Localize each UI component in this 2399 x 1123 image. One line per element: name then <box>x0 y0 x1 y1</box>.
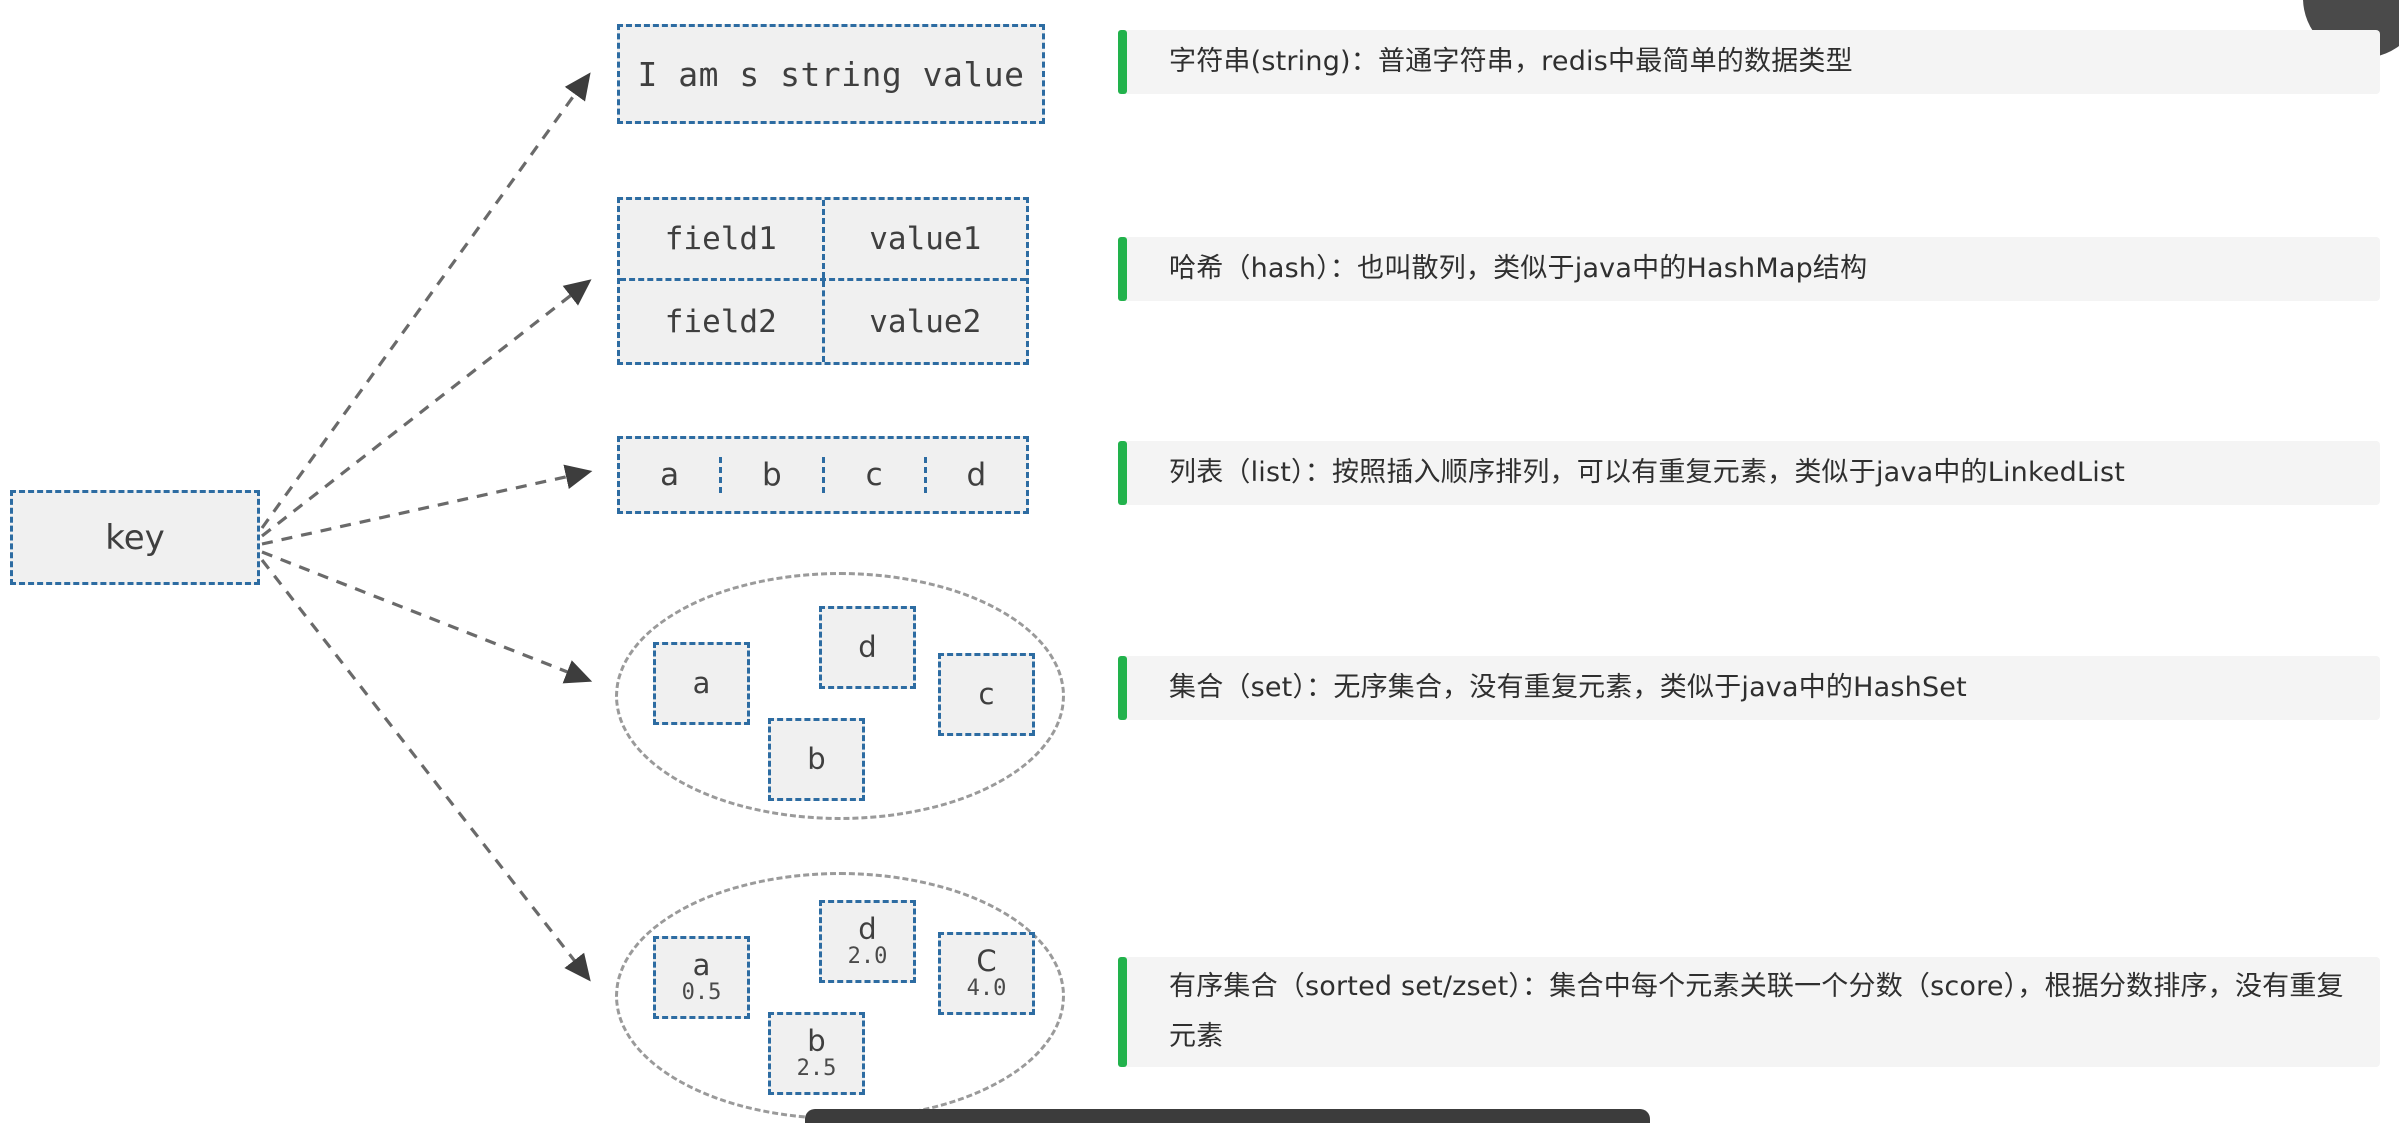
description-zset: 有序集合（sorted set/zset）：集合中每个元素关联一个分数（scor… <box>1118 957 2380 1067</box>
description-hash: 哈希（hash）：也叫散列，类似于java中的HashMap结构 <box>1118 237 2380 301</box>
zset-element-score: 2.0 <box>847 943 888 969</box>
zset-element-value: d <box>858 912 877 947</box>
description-string: 字符串(string)：普通字符串，redis中最简单的数据类型 <box>1118 30 2380 94</box>
arrow-to-list <box>261 464 593 546</box>
zset-element[interactable]: b 2.5 <box>768 1012 865 1095</box>
hash-table-node[interactable]: field1 value1 field2 value2 <box>617 197 1029 365</box>
zset-element-score: 0.5 <box>681 979 722 1005</box>
hash-row: field2 value2 <box>620 281 1026 362</box>
set-element-value: a <box>692 666 711 701</box>
set-element[interactable]: c <box>938 653 1035 736</box>
accent-bar <box>1118 30 1127 94</box>
arrow-to-set <box>261 550 593 684</box>
set-element-value: d <box>858 630 877 665</box>
list-cell: b <box>722 457 825 493</box>
zset-element[interactable]: d 2.0 <box>819 900 916 983</box>
zset-element-score: 4.0 <box>966 975 1007 1001</box>
accent-bar <box>1118 441 1127 505</box>
zset-element-score: 2.5 <box>796 1055 837 1081</box>
arrow-to-zset <box>260 559 591 982</box>
set-element[interactable]: b <box>768 718 865 801</box>
accent-bar <box>1118 957 1127 1067</box>
hash-row: field1 value1 <box>620 200 1026 281</box>
set-element-value: c <box>978 677 995 712</box>
key-label: key <box>105 517 165 558</box>
set-element[interactable]: a <box>653 642 750 725</box>
description-text: 哈希（hash）：也叫散列，类似于java中的HashMap结构 <box>1169 253 1868 285</box>
description-text: 字符串(string)：普通字符串，redis中最简单的数据类型 <box>1169 46 1853 78</box>
accent-bar <box>1118 237 1127 301</box>
zset-element[interactable]: a 0.5 <box>653 936 750 1019</box>
key-node[interactable]: key <box>10 490 260 585</box>
string-value-text: I am s string value <box>637 54 1025 94</box>
hash-field-cell: field1 <box>620 200 825 278</box>
description-set: 集合（set）：无序集合，没有重复元素，类似于java中的HashSet <box>1118 656 2380 720</box>
description-text: 列表（list）：按照插入顺序排列，可以有重复元素，类似于java中的Linke… <box>1169 457 2126 489</box>
set-element[interactable]: d <box>819 606 916 689</box>
list-node[interactable]: a b c d <box>617 436 1029 514</box>
description-text: 集合（set）：无序集合，没有重复元素，类似于java中的HashSet <box>1169 672 1967 704</box>
list-cell: d <box>966 457 987 493</box>
bottom-decoration <box>805 1109 1650 1123</box>
arrow-to-hash <box>261 279 592 538</box>
zset-element-value: b <box>807 1024 826 1059</box>
accent-bar <box>1118 656 1127 720</box>
string-value-node[interactable]: I am s string value <box>617 24 1045 124</box>
set-container <box>615 572 1065 820</box>
zset-element-value: C <box>976 944 997 979</box>
list-cell: a <box>620 457 723 493</box>
hash-value-cell: value1 <box>869 221 982 257</box>
arrow-to-string <box>260 72 591 529</box>
hash-field-cell: field2 <box>620 281 825 362</box>
description-text: 有序集合（sorted set/zset）：集合中每个元素关联一个分数（scor… <box>1169 971 2344 1052</box>
set-element-value: b <box>807 742 826 777</box>
hash-value-cell: value2 <box>869 303 982 340</box>
zset-element-value: a <box>692 948 711 983</box>
list-cell: c <box>825 457 927 493</box>
description-list: 列表（list）：按照插入顺序排列，可以有重复元素，类似于java中的Linke… <box>1118 441 2380 505</box>
zset-element[interactable]: C 4.0 <box>938 932 1035 1015</box>
